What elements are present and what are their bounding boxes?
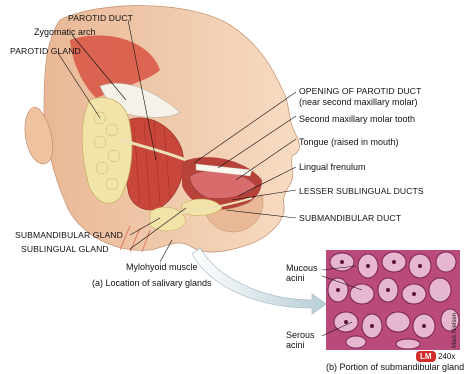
magnification-label: 240x (438, 352, 455, 361)
label-parotid-gland: PAROTID GLAND (10, 46, 81, 56)
label-submandibular-gland: SUBMANDIBULAR GLAND (15, 230, 123, 240)
label-mucous-acini: Mucous acini (286, 263, 326, 283)
label-parotid-duct: PAROTID DUCT (68, 13, 133, 23)
lm-badge: LM (416, 351, 436, 362)
label-lingual-frenulum: Lingual frenulum (299, 162, 366, 172)
label-serous-line2: acini (286, 340, 305, 350)
label-opening-parotid-duct-note: (near second maxillary molar) (299, 97, 418, 107)
label-lesser-sublingual-ducts: LESSER SUBLINGUAL DUCTS (299, 186, 424, 196)
micrograph-panel (322, 250, 460, 350)
label-serous-acini: Serous acini (286, 330, 326, 350)
label-second-molar: Second maxillary molar tooth (299, 114, 415, 124)
label-mylohyoid-muscle: Mylohyoid muscle (126, 262, 198, 272)
label-serous-line1: Serous (286, 330, 315, 340)
label-tongue: Tongue (raised in mouth) (299, 137, 399, 147)
label-mucous-line1: Mucous (286, 263, 318, 273)
caption-b: (b) Portion of submandibular gland (326, 362, 464, 372)
label-opening-parotid-duct: OPENING OF PAROTID DUCT (299, 86, 421, 96)
label-mucous-line2: acini (286, 273, 305, 283)
label-sublingual-gland: SUBLINGUAL GLAND (21, 244, 109, 254)
label-submandibular-duct: SUBMANDIBULAR DUCT (299, 213, 401, 223)
photo-credit: Mark Nielsen (452, 313, 458, 348)
label-zygomatic-arch: Zygomatic arch (34, 27, 96, 37)
caption-a: (a) Location of salivary glands (92, 278, 212, 288)
